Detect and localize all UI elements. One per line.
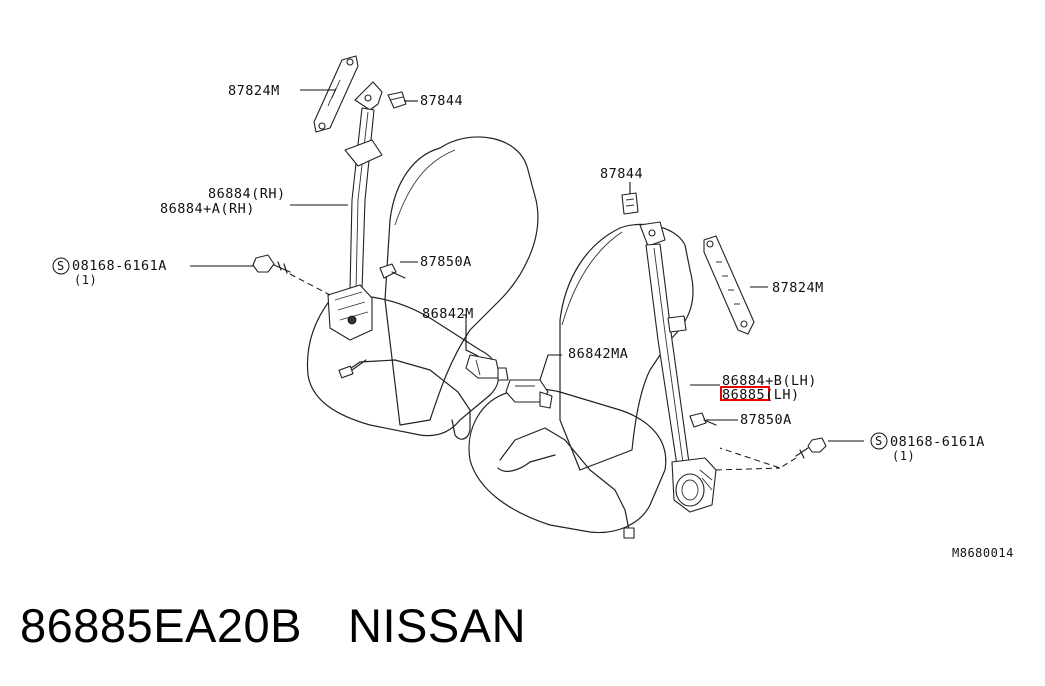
label-86842m: 86842M [422,306,474,322]
label-87844-left: 87844 [420,93,463,109]
label-87844-right: 87844 [600,166,643,182]
label-bolt-right: 08168-6161A [890,434,985,450]
leader-lines [190,89,864,442]
height-adjuster-left [313,55,359,133]
clip-left-87844 [387,91,407,109]
label-86885-lh: 86885(LH) [722,387,800,403]
label-bolt-left: 08168-6161A [72,258,167,274]
diagram-code: M8680014 [952,546,1014,560]
label-87850a-right: 87850A [740,412,792,428]
label-86884b-lh: 86884+B(LH) [722,373,817,389]
buckle-86842ma [505,379,553,409]
anchor-bolt-right [715,437,827,471]
screw-symbol-right-letter: S [875,434,883,448]
label-bolt-left-qty: (1) [74,273,97,287]
buckle-86842m [465,354,509,381]
label-87824m-left: 87824M [228,83,280,99]
label-86842ma: 86842MA [568,346,628,362]
brand-name: NISSAN [348,599,527,652]
parts-diagram: 87824M 87844 86884(RH) 86884+A(RH) S 081… [52,55,1014,560]
seat-rh [306,136,539,440]
label-87850a-left: 87850A [420,254,472,270]
label-86884-rh: 86884(RH) [208,186,286,202]
label-87824m-right: 87824M [772,280,824,296]
screw-symbol-left-letter: S [57,259,65,273]
footer-title: 86885EA20B NISSAN [20,598,572,653]
anchor-bolt-left [252,254,331,296]
bolt-right-87850a [689,412,717,428]
highlight-box [720,386,770,401]
belt-assembly-rh [327,81,383,341]
label-bolt-right-qty: (1) [892,449,915,463]
height-adjuster-right [703,235,755,335]
label-86884a-rh: 86884+A(RH) [160,201,255,217]
belt-assembly-lh [639,221,717,513]
part-labels: 87824M 87844 86884(RH) 86884+A(RH) S 081… [52,83,1014,560]
bolt-left-87850a [379,263,406,279]
seat-lh [468,223,694,539]
clip-right-87844 [621,192,639,215]
screw-symbol-right: S [870,432,888,450]
screw-symbol-left: S [52,257,70,275]
part-number: 86885EA20B [20,599,303,652]
